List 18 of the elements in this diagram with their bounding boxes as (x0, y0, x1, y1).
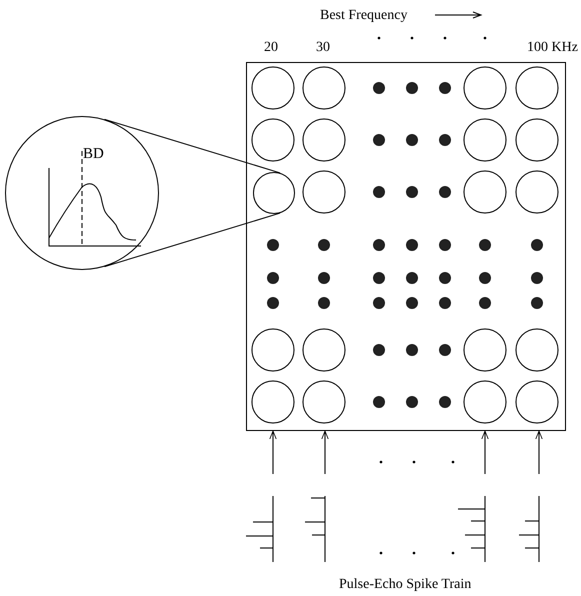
caption-label: Pulse-Echo Spike Train (339, 577, 472, 593)
magnified-view (5, 116, 159, 270)
cell-circle (253, 172, 295, 214)
spike-train-drawing (518, 496, 540, 562)
arrow (321, 430, 329, 474)
neuron-grid (246, 62, 566, 431)
peak-label: BD (83, 146, 104, 162)
frequency-label: 30 (316, 40, 330, 56)
spike-train-drawing (455, 496, 486, 562)
arrow (535, 430, 543, 474)
frequency-label: 20 (264, 40, 278, 56)
spike-train-drawing (302, 496, 326, 562)
arrow (269, 430, 277, 474)
spike-train-drawing (248, 496, 274, 562)
frequency-label: 100 KHz (527, 40, 578, 56)
axis-title: Best Frequency (320, 8, 408, 24)
arrow (481, 430, 489, 474)
zoom-line (104, 212, 281, 268)
